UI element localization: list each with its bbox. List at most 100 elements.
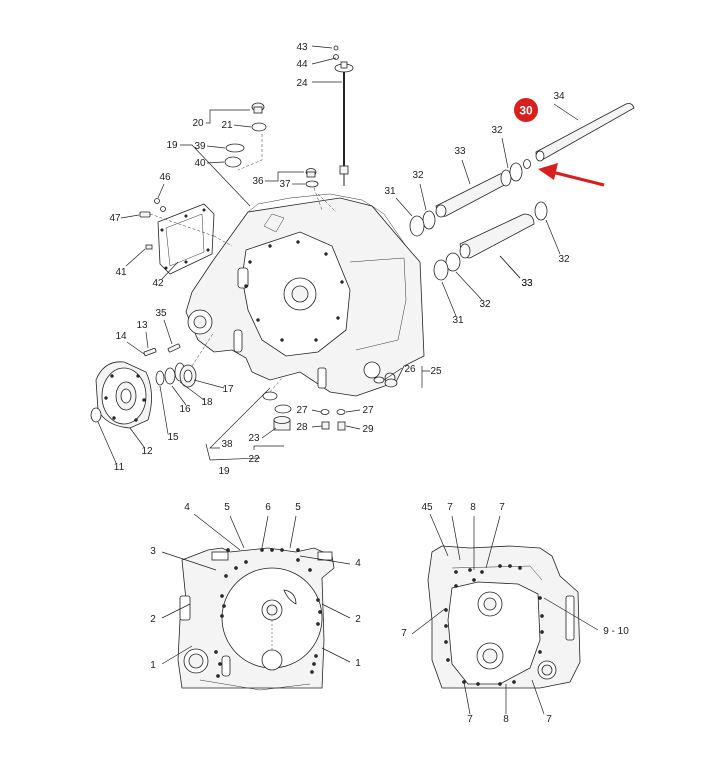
callout-exploded-view-19: 18 — [201, 397, 213, 408]
leader-line — [205, 443, 261, 461]
leader-line — [289, 515, 297, 549]
callout-exploded-view-14: 35 — [155, 308, 167, 319]
callout-exploded-view-27: 28 — [296, 422, 308, 433]
leader-line — [463, 681, 471, 715]
callout-exploded-view-32: 25 — [430, 366, 442, 377]
leader-line — [543, 597, 599, 631]
callout-rear-view-7: 8 — [503, 714, 509, 725]
leader-line — [145, 331, 149, 349]
leader-line — [161, 645, 193, 665]
leader-line — [455, 271, 483, 301]
leader-line — [120, 214, 140, 219]
callout-rear-view-5: 9 - 10 — [603, 626, 629, 637]
leader-line — [159, 385, 169, 435]
callout-exploded-view-40: 31 — [452, 315, 464, 326]
callout-exploded-view-23: 38 — [221, 439, 233, 450]
callout-exploded-view-7: 40 — [194, 158, 206, 169]
leader-line — [179, 381, 205, 401]
callout-exploded-view-13: 42 — [152, 278, 164, 289]
leader-line — [545, 219, 561, 255]
highlight-group: 30 — [514, 98, 605, 187]
leader-line — [193, 379, 225, 389]
leader-line — [229, 515, 245, 549]
leader-line — [421, 366, 430, 388]
callout-exploded-view-5: 19 — [166, 140, 178, 151]
leader-line — [441, 281, 457, 317]
leader-line — [253, 445, 284, 450]
leader-line — [383, 367, 403, 381]
callout-exploded-view-21: 12 — [141, 446, 153, 457]
callout-exploded-view-2: 24 — [296, 78, 308, 89]
callout-exploded-view-28: 29 — [362, 424, 374, 435]
leader-line — [461, 159, 471, 185]
leader-line — [419, 183, 427, 211]
callout-front-view-5: 4 — [355, 558, 361, 569]
red-arrow-icon — [538, 163, 605, 187]
leader-line — [411, 607, 447, 635]
leader-line — [206, 109, 250, 124]
callout-exploded-view-4: 21 — [221, 120, 233, 131]
leader-line — [311, 425, 323, 428]
callout-front-view-7: 2 — [355, 614, 361, 625]
leader-line — [499, 255, 521, 279]
callout-exploded-view-24: 23 — [248, 433, 260, 444]
callout-front-view-0: 4 — [184, 502, 190, 513]
callout-rear-view-8: 7 — [546, 714, 552, 725]
leader-line — [125, 248, 146, 267]
leader-line — [161, 551, 217, 571]
callout-front-view-6: 2 — [150, 614, 156, 625]
rear-view — [427, 545, 581, 689]
left-flange-group — [90, 331, 215, 429]
callout-exploded-view-22: 11 — [114, 462, 125, 473]
leader-line — [206, 161, 225, 164]
callout-front-view-3: 5 — [295, 502, 301, 513]
leader-line — [157, 183, 165, 199]
callout-exploded-view-16: 14 — [115, 331, 127, 342]
leader-line — [206, 145, 226, 149]
callout-rear-view-3: 7 — [499, 502, 505, 513]
plug-rings-group — [224, 102, 267, 171]
callout-front-view-8: 1 — [150, 660, 156, 671]
highlight-badge — [514, 98, 538, 122]
leader-line — [553, 103, 579, 121]
leader-line — [180, 144, 251, 207]
callout-exploded-view-11: 47 — [109, 213, 121, 224]
leader-line — [261, 427, 277, 439]
callout-rear-view-0: 45 — [421, 502, 433, 513]
callout-exploded-view-12: 41 — [115, 267, 127, 278]
leader-line — [451, 515, 461, 561]
callout-exploded-view-33: 31 — [384, 186, 396, 197]
leader-line — [209, 387, 271, 449]
leader-line — [299, 555, 351, 565]
shafts-group — [409, 103, 635, 281]
callout-exploded-view-30: 27 — [362, 405, 374, 416]
leader-line — [129, 427, 145, 448]
callout-exploded-view-37: 32 — [491, 125, 503, 136]
callout-exploded-view-36: 34 — [553, 91, 565, 102]
callout-exploded-view-18: 17 — [222, 384, 234, 395]
main-housing — [185, 193, 425, 397]
callout-rear-view-4: 7 — [401, 628, 407, 639]
highlight-badge-label: 30 — [519, 104, 533, 118]
leader-line — [311, 57, 337, 65]
leader-line — [395, 197, 413, 217]
callout-front-view-2: 6 — [265, 502, 271, 513]
callout-front-view-1: 5 — [224, 502, 230, 513]
callout-front-view-9: 1 — [355, 658, 361, 669]
callout-exploded-view-29: 27 — [296, 405, 308, 416]
callout-exploded-view-20: 15 — [167, 432, 179, 443]
callout-exploded-view-31: 26 — [404, 364, 416, 375]
callout-rear-view-2: 8 — [470, 502, 476, 513]
leader-line — [193, 513, 241, 551]
callout-exploded-view-39: 32 — [558, 254, 570, 265]
leader-line — [321, 603, 351, 619]
leader-line — [261, 515, 269, 549]
front-view — [177, 547, 335, 691]
leader-line — [311, 409, 322, 413]
callout-front-view-4: 3 — [150, 546, 156, 557]
callout-rear-view-1: 7 — [447, 502, 453, 513]
callout-exploded-view-25: 22 — [248, 454, 260, 465]
leader-line — [161, 261, 179, 280]
leader-line — [126, 341, 145, 355]
